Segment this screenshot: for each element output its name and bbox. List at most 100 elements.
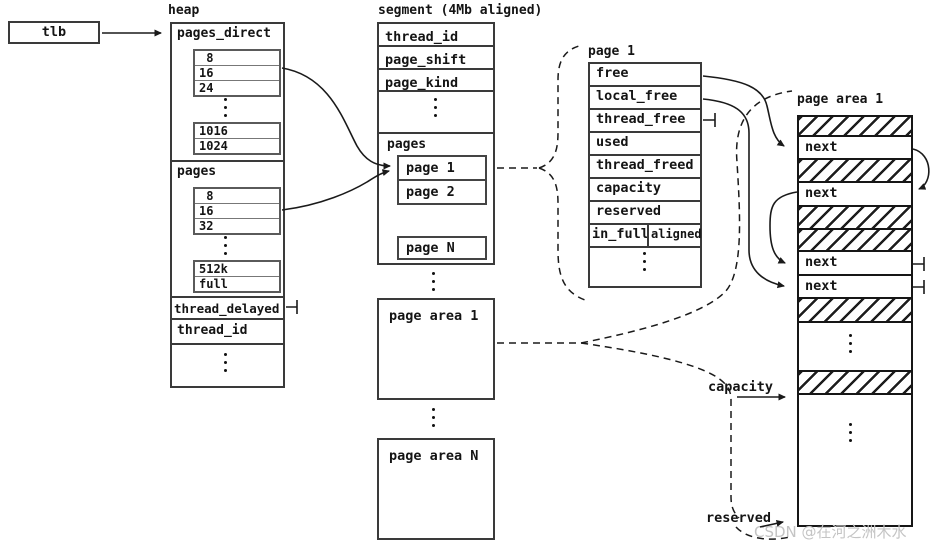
pages-top-table: 8 16 32 — [193, 187, 281, 235]
arrow-free-to-next1 — [702, 75, 785, 147]
segment-page-2: page 2 — [399, 179, 485, 203]
block-used-6 — [799, 372, 911, 395]
block-used-4 — [799, 230, 911, 252]
segment-pages-label: pages — [387, 137, 427, 152]
page1-sep-1 — [590, 85, 700, 87]
null-terminator-thread-free — [703, 113, 716, 127]
dashed-pagearea-lower-branch — [580, 342, 740, 519]
segment-page-1: page 1 — [406, 160, 455, 176]
pages-value-full: full — [195, 276, 279, 291]
page1-sep-7 — [590, 223, 700, 225]
page1-ellipsis — [643, 252, 646, 255]
heap-separator-4 — [172, 343, 283, 345]
null-terminator-next4 — [913, 280, 925, 294]
segment-thread-id: thread_id — [385, 29, 459, 45]
heap-separator-1 — [172, 160, 283, 162]
block-free-3: next — [799, 252, 911, 276]
page1-sep-3 — [590, 131, 700, 133]
heap-separator-2 — [172, 296, 283, 298]
segment-page-n: page N — [397, 236, 487, 260]
pages-value-16: 16 — [195, 203, 279, 218]
pages-direct-bottom-table: 1016 1024 — [193, 122, 281, 155]
dashed-brace-upper — [538, 44, 584, 169]
pages-direct-label: pages_direct — [177, 26, 271, 41]
block-used-2 — [799, 160, 911, 183]
pages-label: pages — [177, 164, 217, 179]
pages-direct-value-24: 24 — [195, 80, 279, 95]
arrow-next2-to-next3 — [769, 191, 798, 264]
page1-free: free — [596, 65, 629, 81]
next-label-1: next — [805, 139, 838, 155]
pages-direct-value-16: 16 — [195, 65, 279, 80]
segment-separator-2 — [379, 68, 493, 70]
page1-capacity: capacity — [596, 180, 662, 196]
segment-box: thread_id page_shift page_kind — [377, 22, 495, 265]
block-used-3 — [799, 207, 911, 230]
dashed-brace-lower — [538, 167, 586, 301]
segment-page-area-n-label: page area N — [389, 448, 479, 464]
page1-aligned: aligned — [651, 227, 702, 241]
next-label-3: next — [805, 254, 838, 270]
pages-bottom-table: 512k full — [193, 260, 281, 293]
segment-page-area-1-label: page area 1 — [389, 308, 479, 324]
block-blank-1 — [799, 323, 911, 372]
heap-title: heap — [168, 3, 200, 18]
next-label-2: next — [805, 185, 838, 201]
segment-separator-4 — [379, 132, 493, 134]
segment-page-area-n-box: page area N — [377, 438, 495, 540]
thread-delayed-label: thread_delayed — [174, 301, 280, 316]
block-free-1: next — [799, 137, 911, 160]
capacity-pointer-label: capacity — [708, 379, 774, 395]
block-free-2: next — [799, 183, 911, 207]
heap-separator-3 — [172, 318, 283, 320]
page1-sep-4 — [590, 154, 700, 156]
arrow-pagesdirect16-to-page1 — [281, 67, 391, 170]
segment-areas-ellipsis-top — [432, 272, 435, 275]
segment-page-n-label: page N — [406, 240, 455, 256]
page-area-title: page area 1 — [797, 92, 884, 107]
page1-title: page 1 — [588, 44, 635, 59]
pages-value-32: 32 — [195, 218, 279, 233]
tlb-box: tlb — [8, 21, 100, 44]
pages-direct-value-8: 8 — [199, 51, 214, 65]
arrow-pages16-to-page1 — [281, 169, 390, 211]
segment-separator-3 — [379, 90, 493, 92]
block-blank-2 — [799, 395, 911, 525]
segment-page-shift: page_shift — [385, 52, 467, 68]
block-used-1 — [799, 117, 911, 137]
page1-local-free: local_free — [596, 88, 678, 104]
segment-page-area-1-box: page area 1 — [377, 298, 495, 400]
segment-areas-ellipsis-bottom — [432, 408, 435, 411]
page1-sep-2 — [590, 108, 700, 110]
page-area-ellipsis-2 — [849, 423, 852, 426]
block-free-4: next — [799, 276, 911, 299]
heap-thread-id-label: thread_id — [177, 323, 248, 338]
page1-thread-free: thread_free — [596, 111, 686, 127]
next-label-4: next — [805, 278, 838, 294]
segment-separator-1 — [379, 45, 493, 47]
page1-in-full: in_full — [592, 226, 649, 242]
page1-reserved: reserved — [596, 203, 662, 219]
pages-value-8: 8 — [199, 189, 214, 203]
heap-bottom-ellipsis — [224, 353, 227, 356]
page-area-box: next next next next — [797, 115, 913, 527]
page1-sep-6 — [590, 200, 700, 202]
page1-thread-freed: thread_freed — [596, 157, 694, 173]
page-area-ellipsis-1 — [849, 334, 852, 337]
segment-page-kind: page_kind — [385, 75, 459, 91]
segment-title: segment (4Mb aligned) — [378, 3, 543, 18]
page1-sep-8 — [590, 246, 700, 248]
arrow-localfree-to-next4 — [702, 98, 785, 289]
tlb-label: tlb — [41, 24, 67, 40]
pages-ellipsis — [224, 236, 227, 239]
pages-direct-top-table: 8 16 24 — [193, 49, 281, 97]
null-terminator-thread-delayed — [286, 300, 298, 314]
segment-ellipsis — [434, 98, 437, 101]
arrow-next1-to-next2 — [912, 148, 930, 190]
pages-direct-value-1024: 1024 — [195, 138, 279, 153]
segment-page-list: page 1 page 2 — [397, 155, 487, 205]
pages-value-512k: 512k — [199, 262, 228, 276]
page1-sep-5 — [590, 177, 700, 179]
page1-infull-divider — [647, 225, 649, 246]
